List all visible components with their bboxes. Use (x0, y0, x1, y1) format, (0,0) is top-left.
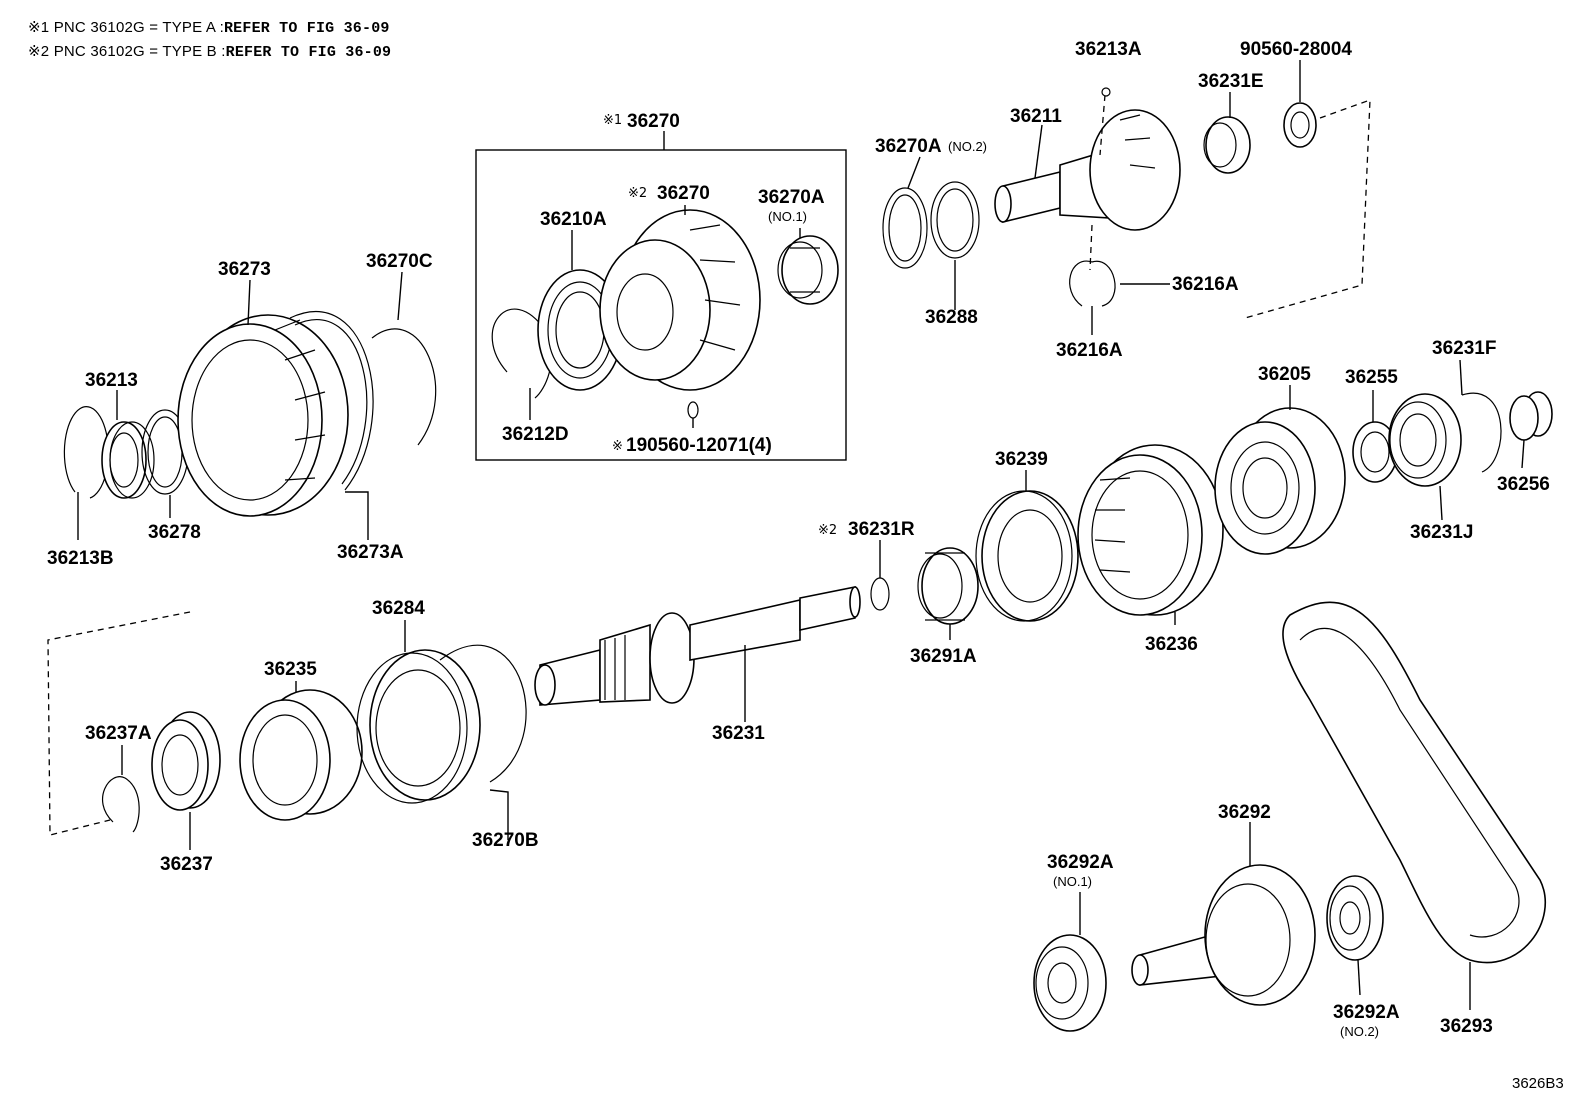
part-36239-gear-ring (975, 490, 1079, 622)
label-36270-inner[interactable]: 36270 (657, 183, 710, 204)
label-36235[interactable]: 36235 (264, 659, 317, 680)
part-36256-sleeve (1509, 391, 1553, 441)
part-36205-sprocket (1214, 407, 1346, 555)
part-36270A-no1-bearing (777, 235, 839, 305)
label-36293[interactable]: 36293 (1440, 1016, 1493, 1037)
part-36231R-ring (870, 577, 890, 611)
group-box (475, 149, 847, 461)
part-36270B-snap-ring (439, 644, 527, 783)
note-1: ※1 PNC 36102G = TYPE A :REFER TO FIG 36-… (28, 18, 390, 37)
note-1-ref[interactable]: REFER TO FIG 36-09 (223, 20, 390, 37)
label-36211[interactable]: 36211 (1010, 106, 1062, 127)
label-36270A-no2[interactable]: 36270A (875, 136, 942, 157)
label-36231E[interactable]: 36231E (1198, 71, 1264, 92)
label-36205[interactable]: 36205 (1258, 364, 1311, 385)
group-box-mark: ※1 (603, 113, 622, 128)
part-36231-main-shaft (534, 586, 861, 706)
part-90560-12071-ring (687, 401, 699, 419)
label-36292A-no1-sub: (NO.1) (1053, 874, 1092, 889)
label-36210A[interactable]: 36210A (540, 209, 607, 230)
dot-36213A (1101, 87, 1111, 97)
label-90560-12071[interactable]: 190560-12071(4) (626, 435, 772, 456)
label-36292A-no2-sub: (NO.2) (1340, 1024, 1379, 1039)
part-36231J-bearing (1388, 393, 1462, 487)
label-36270-inner-mark: ※2 (628, 186, 647, 201)
dash-line-36216A (1089, 224, 1093, 271)
label-36270C[interactable]: 36270C (366, 251, 433, 272)
label-36216A-right[interactable]: 36216A (1172, 274, 1239, 295)
part-36288-washer (930, 181, 980, 259)
part-36292A-no2-bearing (1326, 875, 1384, 961)
label-36213A[interactable]: 36213A (1075, 39, 1142, 60)
label-36273[interactable]: 36273 (218, 259, 271, 280)
part-36273A-ring (289, 310, 374, 491)
label-36237[interactable]: 36237 (160, 854, 213, 875)
label-36213[interactable]: 36213 (85, 370, 138, 391)
label-36292A-no2[interactable]: 36292A (1333, 1002, 1400, 1023)
label-36292[interactable]: 36292 (1218, 802, 1271, 823)
figure-code: 3626B3 (1512, 1075, 1564, 1092)
label-36216A-bottom[interactable]: 36216A (1056, 340, 1123, 361)
label-36270A-no1[interactable]: 36270A (758, 187, 825, 208)
label-36284[interactable]: 36284 (372, 598, 425, 619)
note-2-ref[interactable]: REFER TO FIG 36-09 (225, 44, 392, 61)
part-36293-chain (1282, 601, 1546, 964)
leader-lines (77, 60, 1525, 1010)
dash-line-top-right (1244, 99, 1371, 319)
label-36212D[interactable]: 36212D (502, 424, 569, 445)
note-1-mark: ※1 (28, 19, 50, 36)
label-36288[interactable]: 36288 (925, 307, 978, 328)
note-2-text: PNC 36102G = TYPE B : (53, 43, 226, 60)
part-36292A-no1-bearing (1033, 934, 1107, 1032)
label-90560-28004[interactable]: 90560-28004 (1240, 39, 1352, 60)
part-36211-shaft-gear (994, 109, 1181, 231)
part-36270-carrier (599, 209, 761, 391)
part-36231E-bearing (1203, 116, 1251, 174)
label-36237A[interactable]: 36237A (85, 723, 152, 744)
label-36231R[interactable]: 36231R (848, 519, 915, 540)
part-36291A-bearing (917, 547, 979, 625)
part-36236-sleeve (1077, 444, 1224, 616)
label-36255[interactable]: 36255 (1345, 367, 1398, 388)
label-36231R-mark: ※2 (818, 523, 837, 538)
label-36270A-no2-sub: (NO.2) (948, 139, 987, 154)
label-36291A[interactable]: 36291A (910, 646, 977, 667)
label-36239[interactable]: 36239 (995, 449, 1048, 470)
label-36292A-no1[interactable]: 36292A (1047, 852, 1114, 873)
label-36273A[interactable]: 36273A (337, 542, 404, 563)
part-36270A-no2-washer (882, 187, 928, 269)
part-36237-hub (151, 711, 221, 811)
part-36237A-snap-ring (102, 776, 140, 833)
part-36216A-snap-rings (1069, 260, 1116, 307)
label-36236[interactable]: 36236 (1145, 634, 1198, 655)
part-90560-28004-ring (1283, 102, 1317, 148)
part-36231F-snap-ring (1461, 392, 1502, 473)
label-36231F[interactable]: 36231F (1432, 338, 1496, 359)
part-36235-sleeve (239, 689, 363, 821)
label-36270B[interactable]: 36270B (472, 830, 539, 851)
part-36284-hub (356, 649, 481, 804)
dash-line-bottom-left (47, 611, 191, 836)
group-box-label[interactable]: 36270 (627, 111, 680, 132)
part-36292-gear (1131, 864, 1316, 1006)
part-36270C-snap-ring (371, 328, 437, 446)
note-2: ※2 PNC 36102G = TYPE B :REFER TO FIG 36-… (28, 42, 391, 61)
part-36213-ring (101, 421, 155, 499)
label-36278[interactable]: 36278 (148, 522, 201, 543)
label-36270A-no1-sub: (NO.1) (768, 209, 807, 224)
part-36273-sleeve (177, 314, 349, 517)
note-2-mark: ※2 (28, 43, 50, 60)
label-36231J[interactable]: 36231J (1410, 522, 1473, 543)
label-36231[interactable]: 36231 (712, 723, 765, 744)
note-1-text: PNC 36102G = TYPE A : (53, 19, 224, 36)
label-36213B[interactable]: 36213B (47, 548, 114, 569)
label-90560-12071-mark: ※ (612, 439, 623, 454)
part-36212D-snap-ring (491, 308, 552, 399)
label-36256[interactable]: 36256 (1497, 474, 1550, 495)
